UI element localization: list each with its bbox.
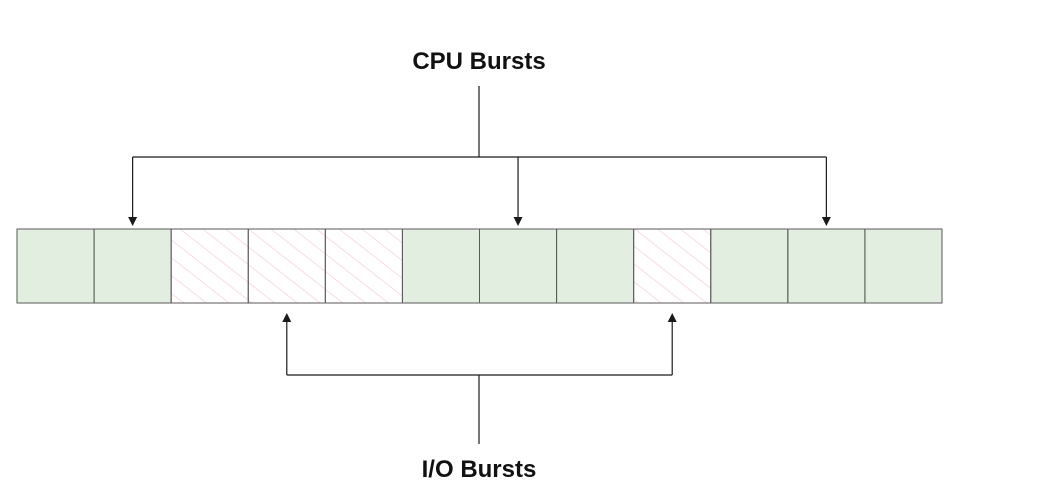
cpu-burst-cell	[556, 229, 634, 303]
arrowhead-down	[821, 217, 831, 226]
cpu-burst-cell	[402, 229, 480, 303]
cpu-burst-cell	[787, 229, 865, 303]
io-hatch-pattern	[633, 229, 711, 303]
arrowhead-up	[667, 313, 677, 322]
cpu-burst-cell	[17, 229, 95, 303]
io-hatch-pattern	[248, 229, 326, 303]
io-bursts-label: I/O Bursts	[422, 456, 537, 483]
arrowhead-down	[128, 217, 138, 226]
cpu-bursts-connector	[128, 86, 831, 226]
io-hatch-pattern	[325, 229, 403, 303]
cell-border	[864, 228, 943, 304]
cpu-burst-cell	[710, 229, 788, 303]
arrowhead-up	[282, 313, 292, 322]
cpu-burst-cell	[94, 229, 172, 303]
cpu-burst-cell	[864, 229, 942, 303]
cpu-burst-cell	[479, 229, 557, 303]
cpu-bursts-label: CPU Bursts	[412, 48, 545, 75]
burst-timeline	[16, 228, 943, 304]
arrowhead-down	[513, 217, 523, 226]
io-hatch-pattern	[171, 229, 249, 303]
io-bursts-connector	[282, 313, 677, 444]
